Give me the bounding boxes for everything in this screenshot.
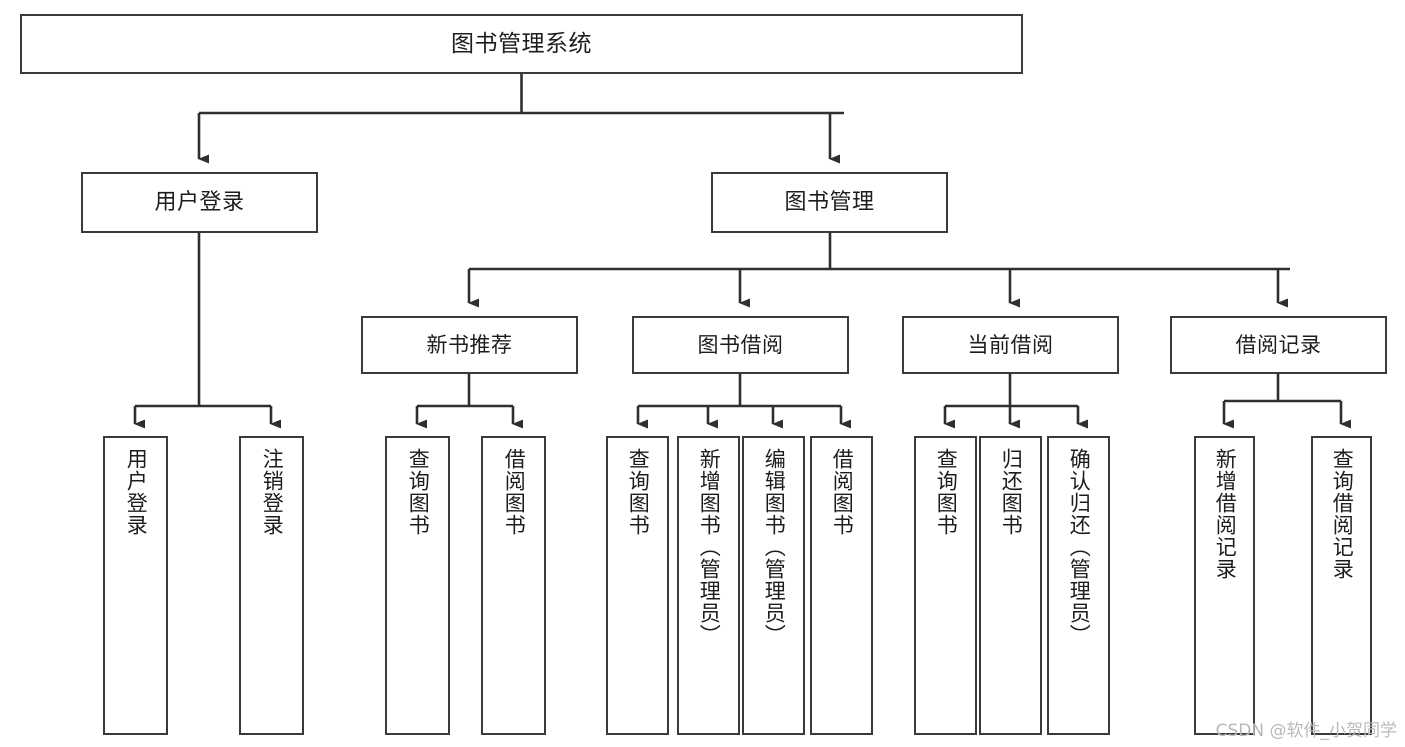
node-leaf-br-query-label: 查询借阅记录 — [1330, 448, 1355, 580]
node-leaf-rec-query[interactable]: 查询图书 — [385, 436, 450, 735]
node-leaf-rec-borrow[interactable]: 借阅图书 — [481, 436, 546, 735]
node-new-book-rec-label: 新书推荐 — [426, 332, 513, 357]
node-leaf-bb-query[interactable]: 查询图书 — [606, 436, 669, 735]
node-leaf-bb-add-label: 新增图书（管理员） — [697, 448, 722, 646]
node-leaf-user-logout[interactable]: 注销登录 — [239, 436, 304, 735]
node-current-borrow[interactable]: 当前借阅 — [902, 316, 1119, 374]
node-leaf-bb-add[interactable]: 新增图书（管理员） — [677, 436, 740, 735]
node-leaf-cb-confirm-label: 确认归还（管理员） — [1067, 448, 1092, 646]
node-leaf-bb-query-label: 查询图书 — [626, 448, 651, 536]
node-new-book-rec[interactable]: 新书推荐 — [361, 316, 578, 374]
node-leaf-bb-borrow-label: 借阅图书 — [830, 448, 855, 536]
node-book-manage[interactable]: 图书管理 — [711, 172, 948, 233]
node-leaf-user-login[interactable]: 用户登录 — [103, 436, 168, 735]
node-leaf-user-logout-label: 注销登录 — [260, 448, 285, 536]
node-leaf-cb-return[interactable]: 归还图书 — [979, 436, 1042, 735]
node-leaf-rec-query-label: 查询图书 — [406, 448, 431, 536]
node-current-borrow-label: 当前借阅 — [967, 332, 1054, 357]
node-leaf-bb-borrow[interactable]: 借阅图书 — [810, 436, 873, 735]
node-book-borrow[interactable]: 图书借阅 — [632, 316, 849, 374]
node-book-manage-label: 图书管理 — [784, 189, 875, 215]
node-borrow-record[interactable]: 借阅记录 — [1170, 316, 1387, 374]
node-root-label: 图书管理系统 — [451, 30, 592, 57]
csdn-watermark: CSDN @软件_小贺同学 — [1215, 721, 1397, 741]
node-borrow-record-label: 借阅记录 — [1235, 332, 1322, 357]
node-leaf-br-query[interactable]: 查询借阅记录 — [1311, 436, 1372, 735]
node-leaf-bb-edit[interactable]: 编辑图书（管理员） — [742, 436, 805, 735]
node-leaf-rec-borrow-label: 借阅图书 — [502, 448, 527, 536]
node-book-borrow-label: 图书借阅 — [697, 332, 784, 357]
node-leaf-br-add[interactable]: 新增借阅记录 — [1194, 436, 1255, 735]
node-root[interactable]: 图书管理系统 — [20, 14, 1023, 74]
node-user-login[interactable]: 用户登录 — [81, 172, 318, 233]
node-user-login-label: 用户登录 — [154, 189, 245, 215]
node-leaf-user-login-label: 用户登录 — [124, 448, 149, 536]
node-leaf-cb-return-label: 归还图书 — [999, 448, 1024, 536]
node-leaf-bb-edit-label: 编辑图书（管理员） — [762, 448, 787, 646]
node-leaf-br-add-label: 新增借阅记录 — [1213, 448, 1238, 580]
node-leaf-cb-query[interactable]: 查询图书 — [914, 436, 977, 735]
node-leaf-cb-confirm[interactable]: 确认归还（管理员） — [1047, 436, 1110, 735]
node-leaf-cb-query-label: 查询图书 — [934, 448, 959, 536]
